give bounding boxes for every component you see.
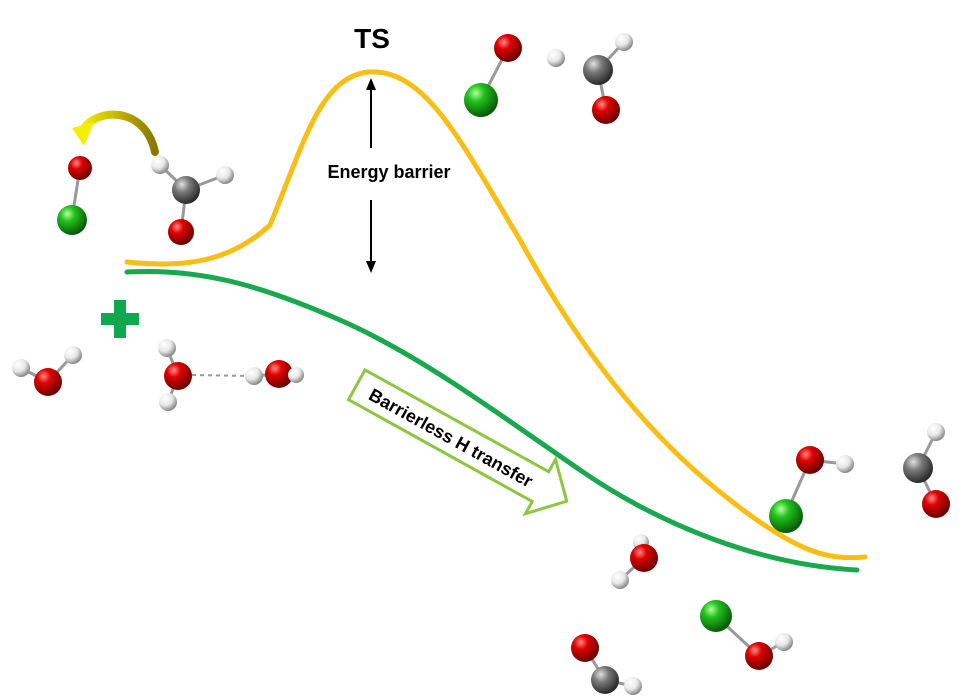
block-arrow-icon: Barrierless H transfer	[346, 367, 569, 517]
oxygen-atom	[494, 34, 522, 62]
hydrogen-atom	[624, 677, 642, 695]
transition-state-molecules	[464, 33, 633, 124]
chlorine-atom	[57, 205, 87, 235]
hocl-hco-product-molecules	[769, 423, 950, 533]
chlorine-atom	[769, 499, 803, 533]
clo-hcho-reactant-molecules	[57, 156, 234, 245]
hydrogen-atom	[547, 49, 565, 67]
ts-label: TS	[354, 23, 390, 54]
hydrogen-atom	[159, 393, 177, 411]
oxygen-atom	[68, 156, 92, 180]
hydrogen-atom	[151, 156, 169, 174]
carbon-atom	[591, 666, 619, 694]
carbon-atom	[903, 453, 933, 483]
chlorine-atom	[464, 83, 498, 117]
oxygen-atom	[745, 642, 773, 670]
double-headed-arrow-icon	[366, 78, 376, 273]
barrierless-label: Barrierless H transfer	[365, 385, 536, 492]
hydrogen-atom	[927, 423, 945, 441]
hydrogen-atom	[611, 571, 629, 589]
carbon-atom	[172, 176, 200, 204]
oxygen-atom	[630, 544, 658, 572]
oxygen-atom	[592, 96, 620, 124]
water-molecule	[12, 346, 82, 396]
oxygen-atom	[922, 490, 950, 518]
formyl-molecule	[571, 634, 642, 695]
plus-icon	[101, 300, 139, 338]
oxygen-atom	[34, 368, 62, 396]
hydrogen-atom	[64, 346, 82, 364]
barrier-curve	[124, 69, 868, 561]
carbon-atom	[583, 55, 613, 85]
oxygen-atom	[571, 634, 599, 662]
chlorine-atom	[700, 600, 732, 632]
hydrogen-atom	[775, 633, 793, 651]
hydrogen-atom	[615, 33, 633, 51]
water-dimer	[158, 339, 304, 411]
hydrogen-atom	[12, 359, 30, 377]
hydrogen-atom	[158, 339, 176, 357]
hydrogen-atom	[836, 455, 854, 473]
barrierless-curve	[124, 268, 860, 573]
hydrogen-atom	[245, 367, 263, 385]
oxygen-atom	[164, 362, 192, 390]
hydrogen-atom	[288, 367, 304, 383]
water-molecule-product	[611, 534, 658, 589]
oxygen-atom	[796, 446, 824, 474]
oxygen-atom	[265, 360, 293, 388]
energy-barrier-label: Energy barrier	[327, 162, 450, 182]
oxygen-atom	[168, 219, 194, 245]
curved-arrow-icon	[72, 110, 159, 156]
hydrogen-atom	[216, 166, 234, 184]
clo-h-molecule	[700, 600, 793, 670]
